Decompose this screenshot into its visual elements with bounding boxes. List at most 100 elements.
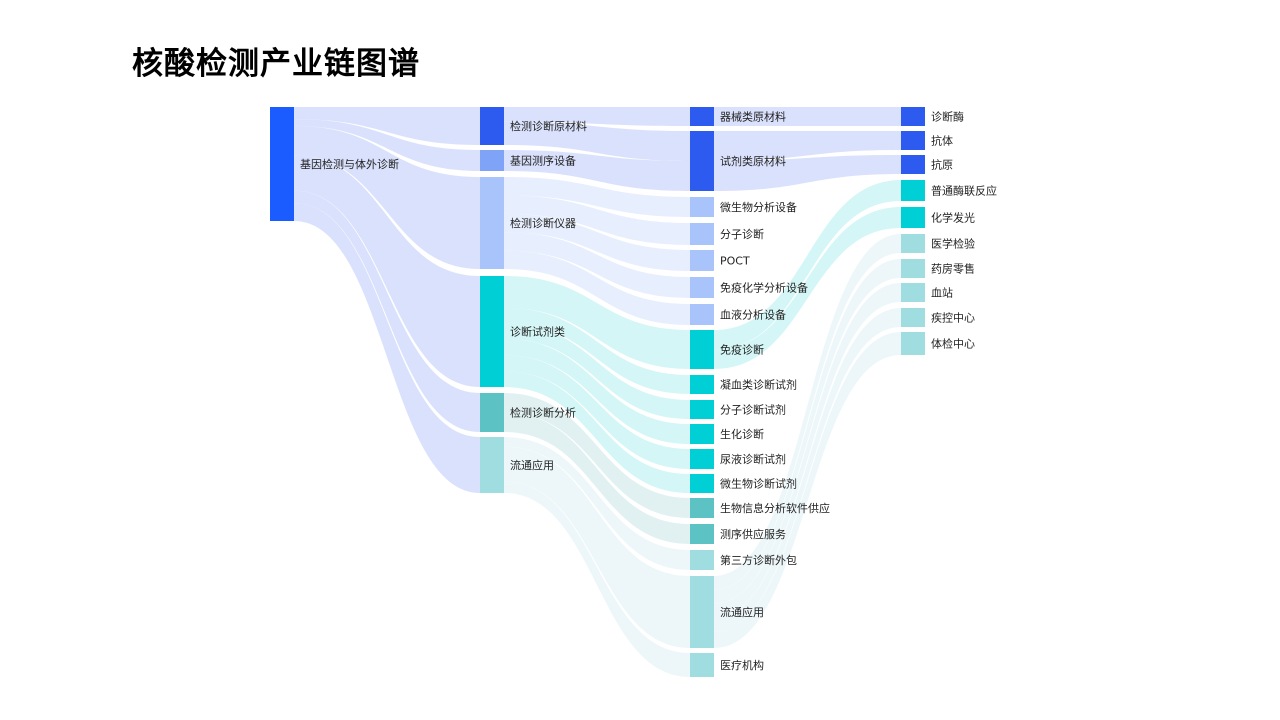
sankey-node-label: 器械类原材料 [720, 110, 786, 124]
sankey-node [901, 308, 925, 327]
sankey-node-label: 抗体 [931, 134, 953, 148]
sankey-link [504, 232, 690, 298]
sankey-node [690, 223, 714, 245]
sankey-link [714, 308, 901, 632]
sankey-node [901, 259, 925, 278]
sankey-link [504, 437, 690, 570]
sankey-link [714, 234, 901, 590]
sankey-link [294, 119, 480, 171]
sankey-link [294, 155, 480, 387]
sankey-node [690, 304, 714, 325]
sankey-link [714, 180, 901, 350]
sankey-node [480, 177, 504, 269]
sankey-link [714, 332, 901, 648]
sankey-node-label: 免疫化学分析设备 [720, 281, 808, 295]
sankey-link [504, 338, 690, 444]
sankey-node [690, 424, 714, 444]
sankey-node [690, 400, 714, 419]
page-title: 核酸检测产业链图谱 [132, 46, 420, 82]
sankey-node-label: 检测诊断仪器 [510, 216, 576, 230]
sankey-link [294, 190, 480, 432]
sankey-node-label: 分子诊断试剂 [720, 403, 786, 417]
sankey-link [714, 107, 901, 126]
sankey-node [901, 155, 925, 174]
sankey-node [901, 332, 925, 355]
sankey-node-label: 尿液诊断试剂 [720, 452, 786, 466]
sankey-link [504, 371, 690, 493]
sankey-link [504, 213, 690, 271]
sankey-link [504, 355, 690, 469]
sankey-node [480, 393, 504, 432]
sankey-link [504, 276, 690, 369]
sankey-node [690, 474, 714, 493]
sankey-node [480, 150, 504, 171]
sankey-node-label: 微生物诊断试剂 [720, 477, 797, 491]
sankey-node-label: 分子诊断 [720, 227, 764, 241]
sankey-link [714, 131, 901, 161]
sankey-node-label: 检测诊断原材料 [510, 119, 587, 133]
sankey-link [504, 323, 690, 419]
sankey-node [690, 107, 714, 126]
sankey-node-label: 血站 [931, 286, 953, 300]
sankey-node [690, 550, 714, 570]
sankey-node-label: 微生物分析设备 [720, 200, 797, 214]
sankey-node [480, 107, 504, 145]
sankey-node-label: 医疗机构 [720, 658, 764, 672]
sankey-node [690, 277, 714, 298]
sankey-link [294, 125, 480, 270]
sankey-node-label: 疾控中心 [931, 311, 975, 325]
sankey-node-label: 血液分析设备 [720, 308, 786, 322]
sankey-node [690, 250, 714, 271]
sankey-nodes: 基因检测与体外诊断检测诊断原材料基因测序设备检测诊断仪器诊断试剂类检测诊断分析流… [270, 107, 997, 677]
sankey-node-label: 诊断酶 [931, 110, 964, 124]
sankey-node-label: 生化诊断 [720, 427, 764, 441]
sankey-node [690, 375, 714, 394]
sankey-link [504, 393, 690, 518]
sankey-link [504, 412, 690, 544]
sankey-node [690, 330, 714, 369]
sankey-node-label: 体检中心 [931, 337, 975, 351]
sankey-node [690, 498, 714, 518]
sankey-node [480, 276, 504, 387]
sankey-link [294, 107, 480, 145]
sankey-node [690, 653, 714, 677]
sankey-node-label: 检测诊断分析 [510, 406, 576, 420]
sankey-node [901, 131, 925, 150]
sankey-link [504, 195, 690, 245]
sankey-node-label: 化学发光 [931, 211, 975, 225]
sankey-node [901, 107, 925, 126]
sankey-node [690, 524, 714, 544]
sankey-links [294, 107, 901, 677]
sankey-node [690, 576, 714, 648]
sankey-node [480, 437, 504, 493]
sankey-link [714, 155, 901, 191]
sankey-link [504, 250, 690, 325]
sankey-link [294, 203, 480, 493]
sankey-link [504, 177, 690, 217]
sankey-node-label: 基因检测与体外诊断 [300, 157, 399, 171]
sankey-link [714, 207, 901, 369]
sankey-node-label: 第三方诊断外包 [720, 553, 797, 567]
sankey-link [504, 446, 690, 648]
sankey-link [504, 121, 690, 161]
sankey-node-label: 凝血类诊断试剂 [720, 378, 797, 392]
sankey-node [270, 107, 294, 221]
sankey-node-label: 流通应用 [510, 458, 554, 472]
sankey-node-label: 生物信息分析软件供应 [720, 501, 830, 515]
sankey-link [504, 150, 690, 191]
sankey-node [901, 283, 925, 302]
sankey-node [901, 207, 925, 228]
sankey-node-label: 药房零售 [931, 262, 975, 276]
sankey-node [901, 234, 925, 253]
sankey-node-label: 医学检验 [931, 237, 975, 251]
sankey-node-label: 流通应用 [720, 605, 764, 619]
sankey-link [504, 307, 690, 394]
sankey-node [690, 197, 714, 217]
sankey-node-label: 免疫诊断 [720, 343, 764, 357]
sankey-link [714, 259, 901, 604]
sankey-node-label: 诊断试剂类 [510, 325, 565, 339]
sankey-node [901, 180, 925, 201]
sankey-node-label: POCT [720, 255, 750, 268]
sankey-node-label: 普通酶联反应 [931, 184, 997, 198]
